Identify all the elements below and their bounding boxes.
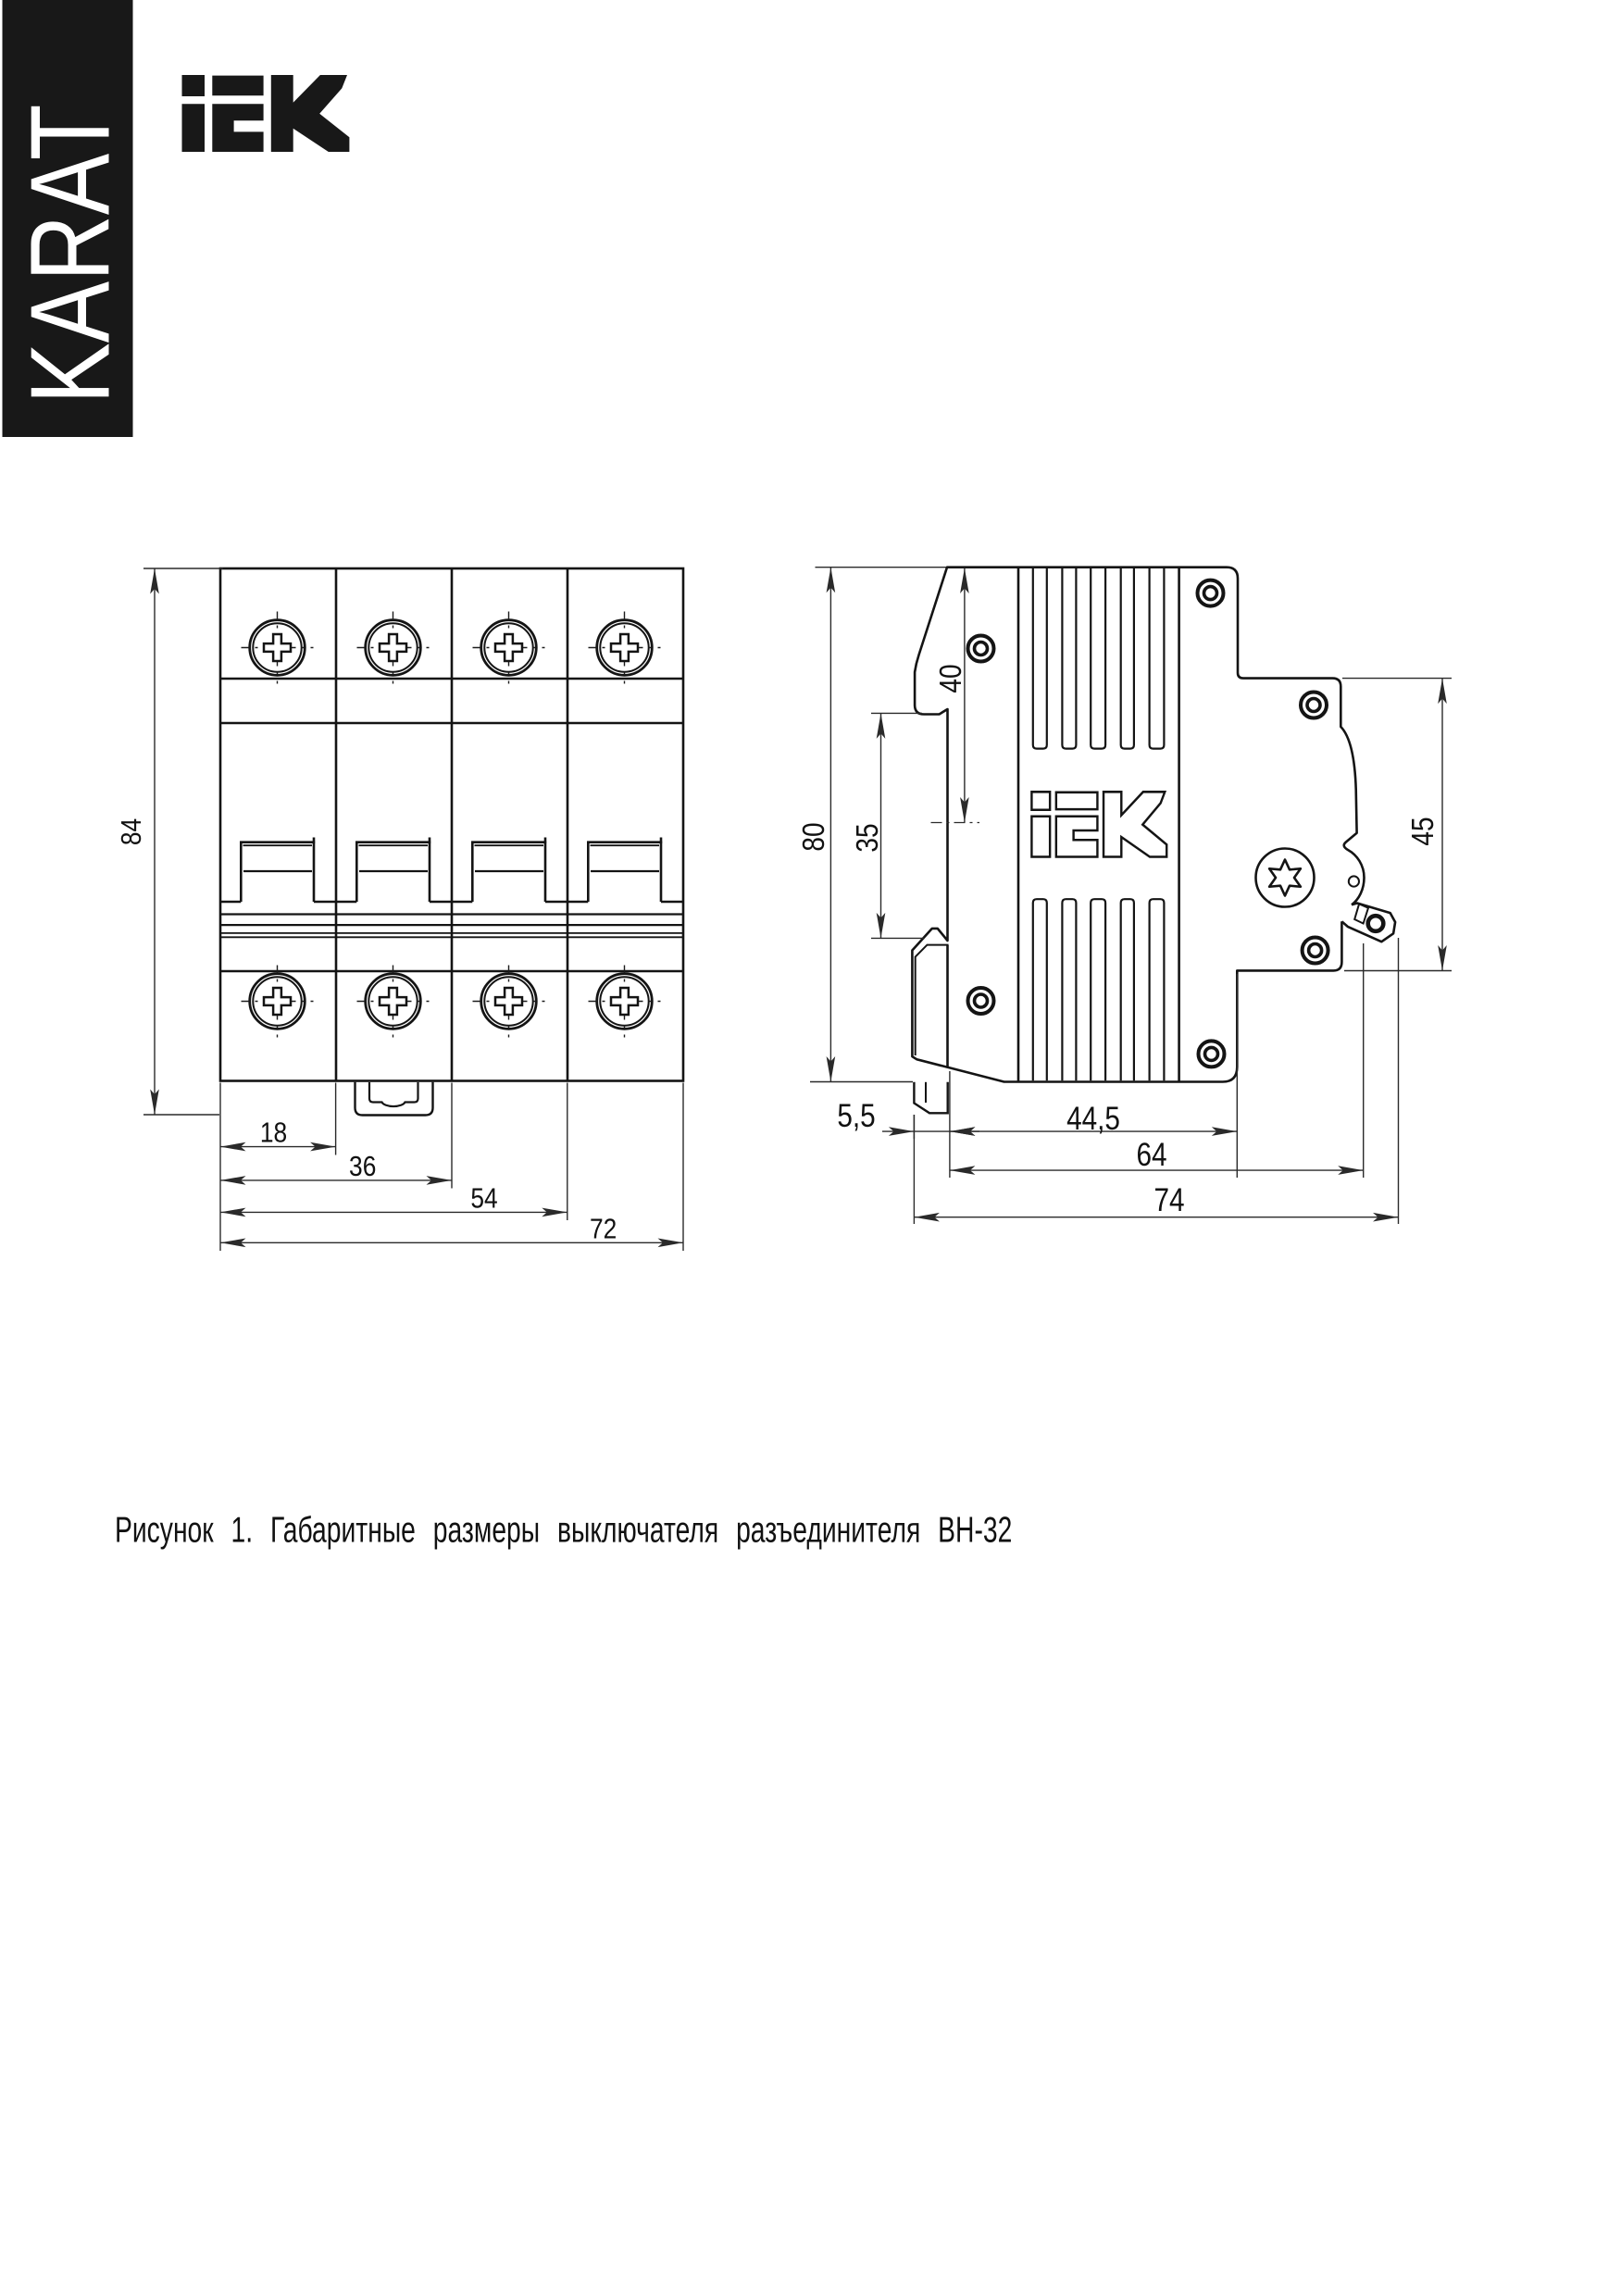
svg-text:35: 35 bbox=[851, 823, 885, 852]
svg-text:74: 74 bbox=[1153, 1182, 1184, 1218]
svg-text:40: 40 bbox=[934, 664, 968, 693]
svg-text:5,5: 5,5 bbox=[837, 1098, 875, 1134]
svg-text:Рисунок 1. Габаритные размеры: Рисунок 1. Габаритные размеры выключател… bbox=[115, 1510, 1012, 1550]
svg-text:45: 45 bbox=[1406, 817, 1440, 845]
svg-text:36: 36 bbox=[349, 1151, 376, 1182]
svg-text:72: 72 bbox=[590, 1213, 617, 1244]
svg-text:84: 84 bbox=[116, 818, 147, 845]
svg-text:44,5: 44,5 bbox=[1066, 1101, 1120, 1137]
svg-text:KARAT: KARAT bbox=[7, 104, 133, 404]
svg-text:64: 64 bbox=[1136, 1137, 1166, 1173]
svg-text:18: 18 bbox=[260, 1117, 287, 1149]
svg-text:54: 54 bbox=[470, 1182, 497, 1214]
svg-text:80: 80 bbox=[797, 822, 831, 851]
